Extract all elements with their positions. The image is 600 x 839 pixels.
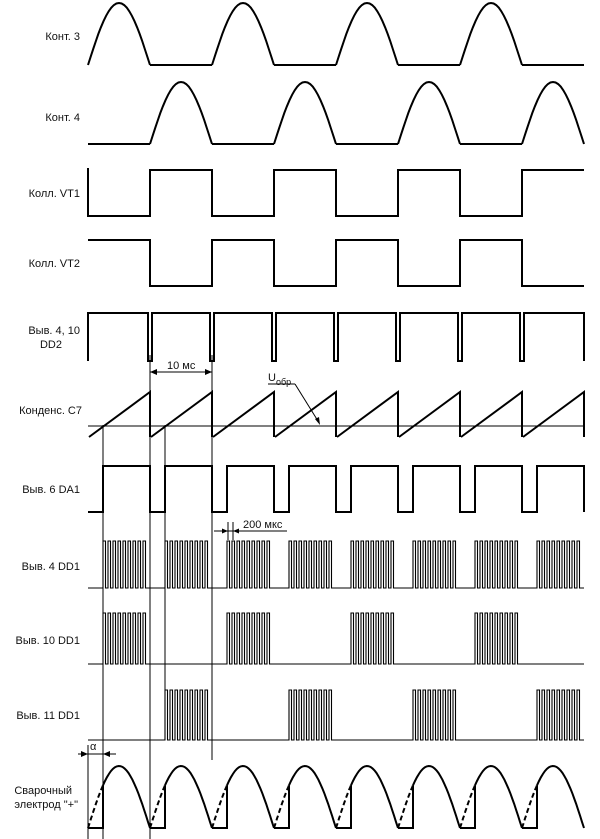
koll-vt1-waveform	[87, 168, 584, 217]
waveforms	[87, 1, 585, 829]
weld-dashed-unfired	[335, 784, 352, 829]
pulse-dimension: 200 мкс	[214, 519, 287, 534]
signal-labels: Конт. 3 Конт. 4 Колл. VT1 Колл. VT2 Выв.…	[14, 31, 82, 811]
label-koll-vt2: Колл. VT2	[29, 258, 80, 270]
dd1-11-pulse-bursts	[88, 689, 584, 741]
kont3-hump	[211, 1, 275, 66]
weld-conducting-hump	[412, 764, 461, 829]
weld-conducting-hump	[536, 764, 585, 829]
koll-vt2-waveform	[88, 239, 584, 287]
label-c7: Конденс. С7	[19, 405, 82, 417]
weld-dashed-unfired	[521, 784, 538, 829]
label-dd1-4: Выв. 4 DD1	[22, 561, 80, 573]
alpha-dimension: α	[78, 741, 116, 757]
threshold-arrow-icon	[315, 417, 320, 425]
threshold-label-main: U	[268, 372, 276, 384]
label-da1: Выв. 6 DA1	[22, 484, 80, 496]
weld-conducting-hump	[226, 764, 275, 829]
guide-lines	[87, 355, 234, 839]
weld-dashed-unfired	[397, 784, 414, 829]
pulse-label: 200 мкс	[243, 519, 283, 531]
da1-waveform	[88, 465, 585, 513]
weld-conducting-hump	[350, 764, 399, 829]
label-dd1-11: Выв. 11 DD1	[16, 710, 80, 722]
dd2-waveform	[87, 312, 585, 362]
kont4-hump	[149, 80, 213, 145]
kont4-hump	[397, 80, 461, 145]
kont4-hump	[521, 80, 585, 145]
c7-sawtooth-ramp	[88, 390, 151, 438]
c7-sawtooth-ramp	[150, 390, 213, 438]
weld-fire-edge	[274, 785, 290, 829]
weld-fire-edge	[522, 785, 538, 829]
c7-sawtooth-ramp	[212, 390, 275, 438]
label-dd1-10: Выв. 10 DD1	[16, 635, 81, 647]
label-weld-line1: Сварочный	[14, 785, 72, 797]
dd1-10-pulse-bursts	[88, 612, 584, 665]
c7-sawtooth-ramp	[336, 390, 399, 438]
weld-conducting-hump	[102, 764, 151, 829]
period-arrowheads-icon	[150, 369, 212, 375]
threshold-label-sub: обр	[276, 377, 291, 387]
dd1-4-pulse-bursts	[88, 540, 584, 589]
weld-dashed-unfired	[87, 784, 104, 829]
weld-dashed-unfired	[211, 784, 228, 829]
weld-fire-edge	[88, 785, 104, 829]
label-dd2-line2: DD2	[40, 339, 62, 351]
c7-sawtooth-ramp	[398, 390, 461, 438]
label-kont3: Конт. 3	[45, 31, 80, 43]
weld-conducting-hump	[164, 764, 213, 829]
weld-fire-edge	[212, 785, 228, 829]
period-dimension: 10 мс	[150, 360, 212, 375]
label-weld-line2: электрод "+"	[14, 799, 78, 811]
weld-dashed-unfired	[459, 784, 476, 829]
c7-sawtooth-ramp	[460, 390, 523, 438]
weld-fire-edge	[398, 785, 414, 829]
alpha-arrowheads-icon	[81, 751, 110, 757]
threshold-leader	[294, 383, 319, 422]
kont3-hump	[459, 1, 523, 66]
label-kont4: Конт. 4	[45, 112, 80, 124]
weld-fire-edge	[150, 785, 166, 829]
alpha-label: α	[90, 741, 97, 753]
weld-dashed-unfired	[273, 784, 290, 829]
c7-sawtooth-ramp	[522, 390, 585, 438]
weld-fire-edge	[460, 785, 476, 829]
pulse-arrowheads-icon	[222, 528, 239, 534]
label-koll-vt1: Колл. VT1	[29, 188, 80, 200]
weld-conducting-hump	[288, 764, 337, 829]
label-dd2-line1: Выв. 4, 10	[28, 325, 80, 337]
weld-dashed-unfired	[149, 784, 166, 829]
kont3-hump	[335, 1, 399, 66]
kont3-hump	[87, 1, 151, 66]
kont4-hump	[273, 80, 337, 145]
period-label: 10 мс	[167, 360, 196, 372]
weld-fire-edge	[336, 785, 352, 829]
c7-sawtooth-ramp	[274, 390, 337, 438]
weld-conducting-hump	[474, 764, 523, 829]
threshold-annotation: U обр	[268, 372, 320, 425]
